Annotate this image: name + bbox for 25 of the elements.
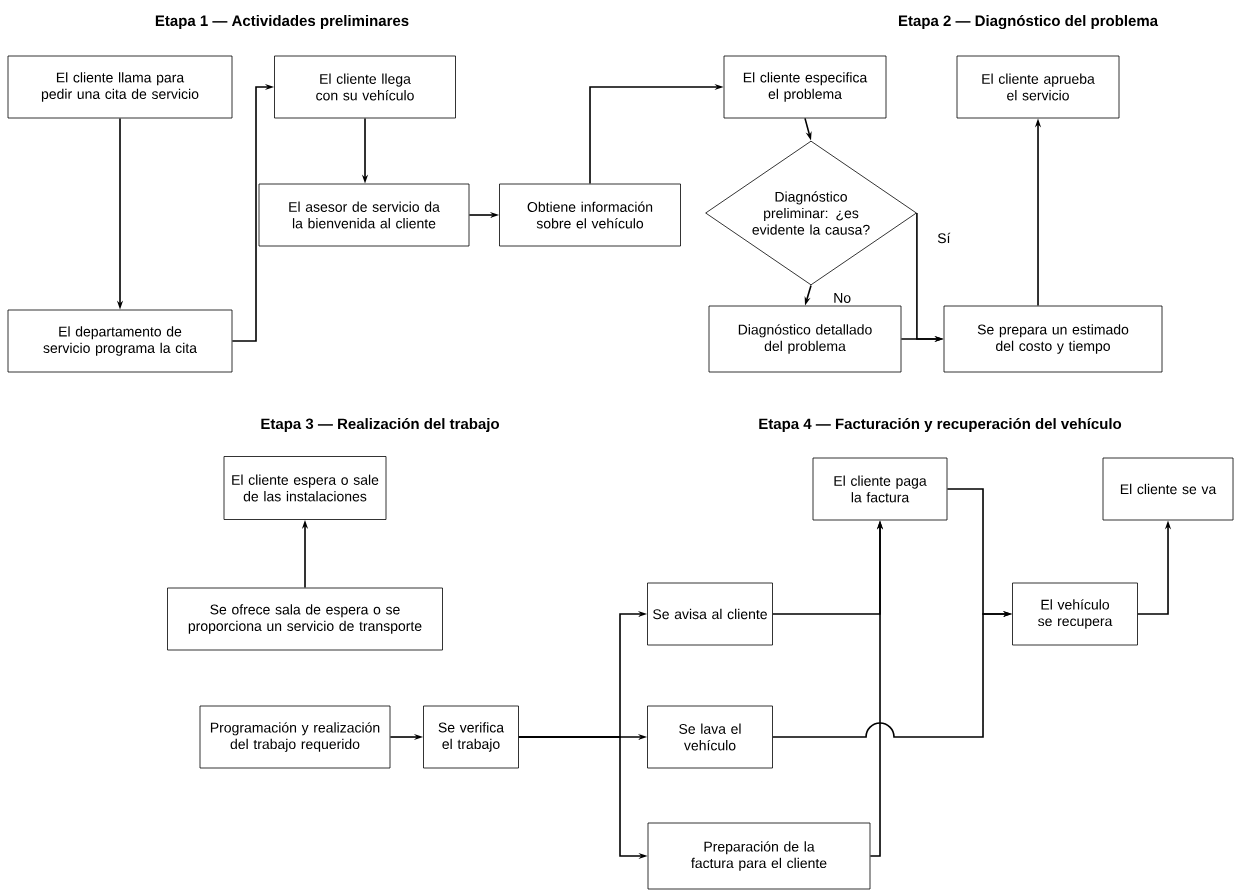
process-box: El cliente se va	[1102, 457, 1234, 521]
stage-heading: Etapa 3 — Realización del trabajo	[261, 417, 500, 433]
process-box: Se verifica el trabajo	[423, 705, 519, 769]
edge-label: Sí	[936, 231, 952, 245]
process-box: Se prepara un estimado del costo y tiempo	[943, 305, 1163, 373]
process-box: El cliente aprueba el servicio	[956, 55, 1120, 119]
stage-heading: Etapa 1 — Actividades preliminares	[155, 15, 409, 29]
process-box: Programación y realización del trabajo requerido	[199, 705, 391, 769]
stage-heading: Etapa 2 — Diagnóstico del problema	[899, 14, 1159, 30]
process-box: El cliente especifica el problema	[723, 55, 887, 119]
process-box: Obtiene información sobre el vehículo	[499, 183, 681, 247]
process-box: El vehículo se recupera	[1012, 582, 1138, 646]
process-box: El cliente espera o sale de las instalaciones	[223, 456, 387, 520]
process-box: El asesor de servicio da la bienvenida al cliente	[258, 183, 470, 247]
process-box: El cliente paga la factura	[812, 457, 948, 521]
process-box: Se ofrece sala de espera o se proporciona un servicio de transporte	[167, 587, 443, 651]
process-box: Se lava el vehículo	[647, 705, 773, 769]
edge-label: No	[832, 292, 853, 304]
process-box: Diagnóstico detallado del problema	[708, 305, 902, 373]
process-box: El cliente llega con su vehículo	[274, 55, 456, 119]
process-box: Preparación de la factura para el cliente	[647, 822, 871, 890]
process-box: El cliente llama para pedir una cita de servicio	[7, 55, 233, 119]
process-box: Se avisa al cliente	[647, 582, 773, 646]
stage-heading: Etapa 4 — Facturación y recuperación del vehículo	[759, 417, 1122, 433]
process-box: El departamento de servicio programa la cita	[7, 309, 233, 373]
